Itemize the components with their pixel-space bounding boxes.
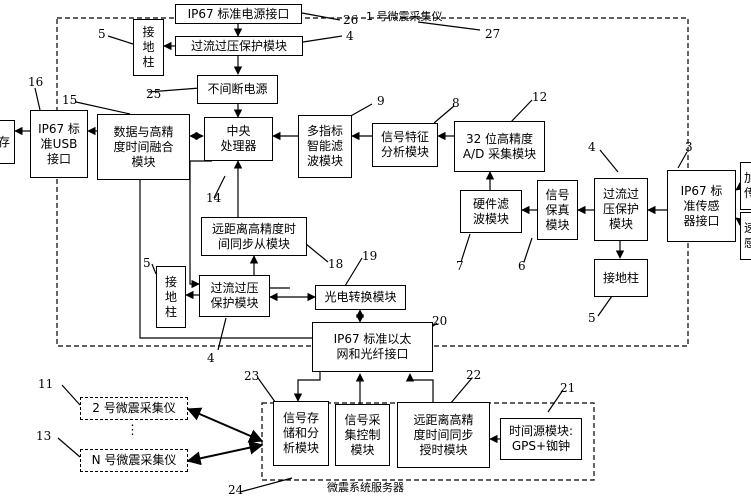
overcurrent-protection-left: 过流过压 保护模块 xyxy=(199,275,270,317)
adc-module: 32 位高精度 A/D 采集模块 xyxy=(454,121,545,172)
label-8: 8 xyxy=(452,96,460,110)
collector-2-box: 2 号微震采集仪 xyxy=(80,397,188,420)
label-3: 3 xyxy=(685,140,693,154)
signal-fidelity-module: 信号 保真 模块 xyxy=(537,180,578,240)
signal-analysis-module: 信号特征 分析模块 xyxy=(372,123,438,167)
cpu-module: 中央 处理器 xyxy=(204,117,273,161)
time-source-module: 时间源模块: GPS+铷钟 xyxy=(500,418,582,460)
overcurrent-protection-top: 过流过压保护模块 xyxy=(175,36,303,56)
label-23: 23 xyxy=(244,369,260,383)
label-18: 18 xyxy=(328,257,344,271)
label-5-left: 5 xyxy=(143,256,151,270)
sensor-box-partial-1: 加 传 xyxy=(740,162,751,210)
sensor-interface: IP67 标 准传感 器接口 xyxy=(667,170,736,242)
time-sync-slave: 远距离高精度时 间同步从模块 xyxy=(201,217,307,256)
optical-conversion-module: 光电转换模块 xyxy=(315,285,406,310)
label-4-top: 4 xyxy=(346,29,354,43)
label-16: 16 xyxy=(28,75,44,89)
ground-post-left: 接 地 柱 xyxy=(156,266,186,328)
storage-analysis-module: 信号存 储和分 析模块 xyxy=(273,401,329,466)
usb-interface: IP67 标 准USB 接口 xyxy=(30,110,88,178)
label-27: 27 xyxy=(485,27,501,41)
label-22: 22 xyxy=(466,368,482,382)
time-sync-master: 远距离高精 度时间同步 授时模块 xyxy=(397,402,490,468)
label-13: 13 xyxy=(36,429,52,443)
label-6: 6 xyxy=(518,259,526,273)
label-20: 20 xyxy=(432,314,448,328)
fusion-module: 数据与高精 度时间融合 模块 xyxy=(97,114,190,180)
ups-module: 不间断电源 xyxy=(197,75,278,104)
collector-ellipsis: ⋮ xyxy=(126,423,139,438)
label-5-top: 5 xyxy=(98,27,106,41)
label-7: 7 xyxy=(456,259,464,273)
power-interface: IP67 标准电源接口 xyxy=(175,4,302,24)
label-5-right: 5 xyxy=(588,311,596,325)
label-19: 19 xyxy=(362,249,378,263)
label-4-left: 4 xyxy=(207,351,215,365)
acquisition-control-module: 信号采 集控制 模块 xyxy=(335,404,390,466)
collector-n-box: N 号微震采集仪 xyxy=(80,449,188,472)
ground-post-top: 接 地 柱 xyxy=(133,19,164,76)
label-26: 26 xyxy=(343,13,359,27)
sensor-box-partial-2: 速 感 xyxy=(740,212,751,260)
label-14: 14 xyxy=(206,191,222,205)
label-24: 24 xyxy=(228,483,244,497)
ground-post-right: 接地柱 xyxy=(594,259,648,297)
label-4-right: 4 xyxy=(588,140,596,154)
label-15: 15 xyxy=(62,93,78,107)
hardware-filter: 硬件滤 波模块 xyxy=(460,190,522,233)
overcurrent-protection-right: 过流过 压保护 模块 xyxy=(594,178,648,241)
label-21: 21 xyxy=(560,381,576,395)
multi-index-filter: 多指标 智能滤 波模块 xyxy=(298,115,352,178)
server-title: 微震系统服务器 xyxy=(327,481,404,494)
ethernet-fiber-interface: IP67 标准以太 网和光纤接口 xyxy=(312,322,433,372)
collector-1-title: 1 号微震采集仪 xyxy=(366,10,443,23)
label-11: 11 xyxy=(38,377,54,391)
label-9: 9 xyxy=(377,94,385,108)
label-12: 12 xyxy=(532,90,548,104)
storage-box-partial: 存 xyxy=(0,120,15,164)
label-25: 25 xyxy=(146,87,162,101)
